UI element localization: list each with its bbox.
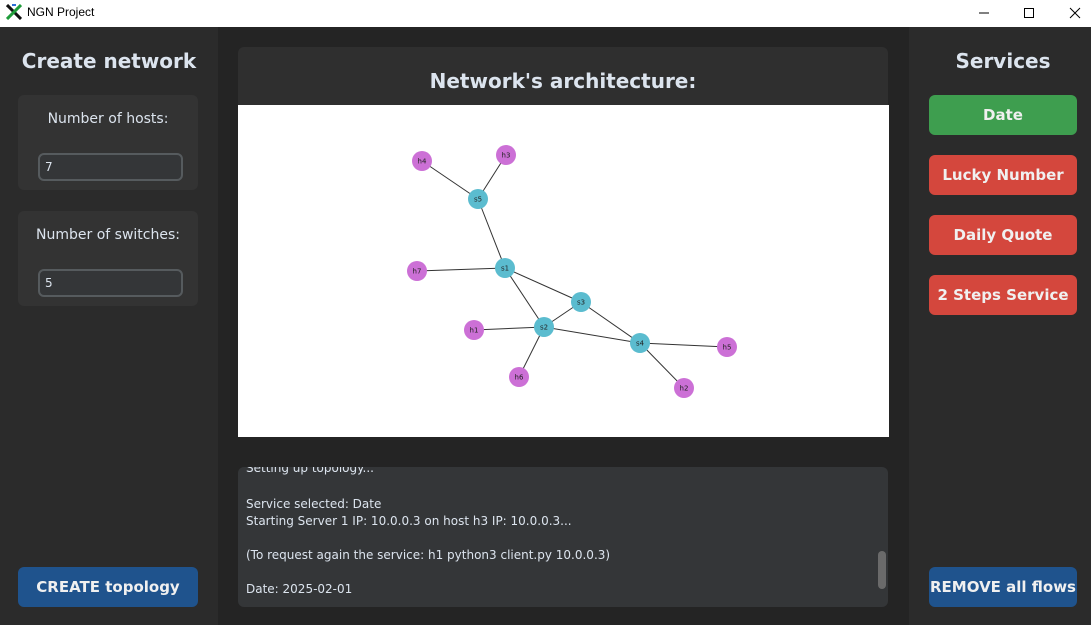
host-label-h5: h5	[723, 344, 732, 352]
graph-edge-s4-h2	[639, 342, 685, 389]
minimize-button[interactable]	[961, 0, 1007, 27]
host-label-h2: h2	[680, 385, 689, 393]
architecture-frame: Network's architecture: s1 s2 s3 s4 s5 h1 h2 h3…	[238, 47, 889, 437]
graph-edge-s1-s3	[504, 267, 582, 303]
remove-all-flows-button[interactable]: REMOVE all flows	[929, 567, 1077, 607]
switch-label-s1: s1	[501, 265, 509, 273]
graph-edge-s1-h7	[416, 267, 506, 272]
maximize-button[interactable]	[1006, 0, 1052, 27]
switch-label-s3: s3	[577, 299, 585, 307]
title-bar: NGN Project	[0, 0, 1091, 27]
app-logo-icon	[6, 4, 22, 20]
date-service-button[interactable]: Date	[929, 95, 1077, 135]
host-label-h4: h4	[418, 158, 427, 166]
console-line: Starting Server 1 IP: 10.0.0.3 on host h…	[246, 514, 572, 528]
host-node-h4	[412, 151, 432, 171]
close-button[interactable]	[1052, 0, 1091, 27]
output-console[interactable]: Setting up topology... Service selected:…	[238, 467, 888, 607]
console-line: Service selected: Date	[246, 497, 382, 511]
architecture-heading: Network's architecture:	[429, 69, 697, 93]
host-label-h3: h3	[502, 152, 511, 160]
switch-label-s4: s4	[636, 340, 645, 348]
two-steps-service-button[interactable]: 2 Steps Service	[929, 275, 1077, 315]
host-node-h7	[407, 261, 427, 281]
console-line: (To request again the service: h1 python…	[246, 548, 611, 562]
graph-edge-s2-h1	[473, 326, 545, 331]
create-network-heading: Create network	[21, 49, 197, 73]
graph-edge-s3-s4	[580, 301, 641, 344]
host-node-h6	[509, 367, 529, 387]
lucky-number-service-button[interactable]: Lucky Number	[929, 155, 1077, 195]
console-line: Setting up topology...	[246, 467, 374, 475]
minimize-icon	[979, 12, 989, 14]
hosts-input[interactable]	[38, 153, 183, 181]
host-node-h3	[496, 145, 516, 165]
switch-label-s2: s2	[540, 324, 548, 332]
switches-card: Number of switches:	[18, 211, 198, 306]
daily-quote-service-button[interactable]: Daily Quote	[929, 215, 1077, 255]
graph-edge-s1-s2	[504, 267, 545, 328]
close-icon	[1069, 7, 1081, 19]
architecture-panel: Network's architecture: s1 s2 s3 s4 s5 h1 h2 h3…	[218, 27, 909, 625]
switch-node-s4	[630, 333, 650, 353]
graph-edge-s4-h5	[639, 342, 728, 348]
host-label-h7: h7	[413, 268, 422, 276]
console-line: Date: 2025-02-01	[246, 582, 353, 596]
console-scrollbar[interactable]	[878, 551, 886, 589]
host-node-h2	[674, 378, 694, 398]
services-panel: Services Date Lucky Number Daily Quote 2…	[909, 27, 1091, 625]
services-heading: Services	[955, 49, 1051, 73]
hosts-label: Number of hosts:	[47, 111, 169, 127]
graph-edge-s5-s1	[477, 198, 506, 269]
network-graph-svg: s1 s2 s3 s4 s5 h1 h2 h3 h4 h5 h6 h7	[407, 145, 737, 398]
switch-label-s5: s5	[474, 196, 482, 204]
switch-node-s3	[571, 292, 591, 312]
host-label-h6: h6	[515, 374, 524, 382]
switch-node-s5	[468, 189, 488, 209]
maximize-icon	[1024, 8, 1034, 18]
switch-node-s2	[534, 317, 554, 337]
switches-label: Number of switches:	[36, 227, 180, 243]
create-network-panel: Create network Number of hosts: Number o…	[0, 27, 218, 625]
graph-edge-s2-s4	[543, 326, 641, 344]
switch-node-s1	[495, 258, 515, 278]
host-node-h1	[464, 320, 484, 340]
create-topology-button[interactable]: CREATE topology	[18, 567, 198, 607]
graph-edge-s5-h4	[421, 160, 479, 200]
hosts-card: Number of hosts:	[18, 95, 198, 190]
network-graph: s1 s2 s3 s4 s5 h1 h2 h3 h4 h5 h6 h7	[238, 105, 889, 437]
host-node-h5	[717, 337, 737, 357]
window-title: NGN Project	[27, 5, 95, 19]
switches-input[interactable]	[38, 269, 183, 297]
host-label-h1: h1	[470, 327, 479, 335]
